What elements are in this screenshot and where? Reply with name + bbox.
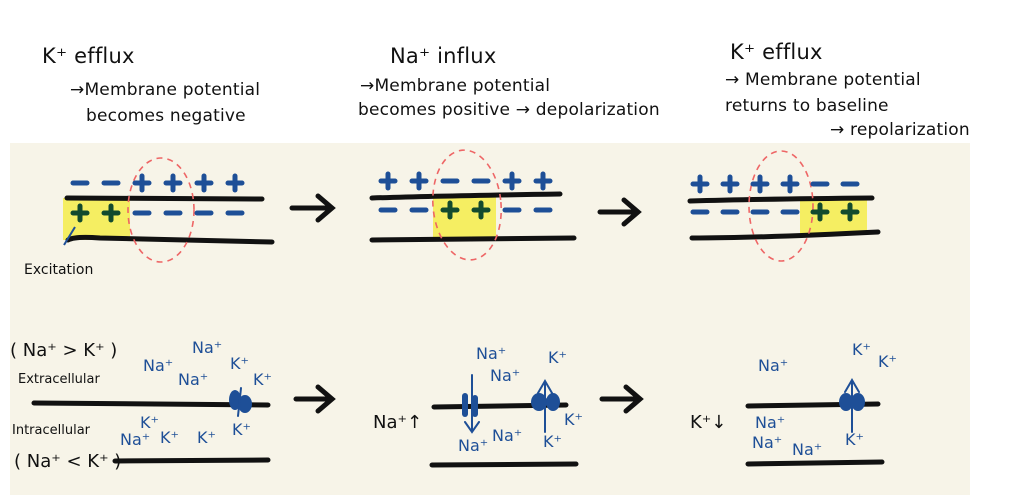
ion-inside: Na⁺ — [458, 436, 489, 455]
step3-line2: returns to baseline — [725, 96, 889, 116]
ion-outside: K⁺ — [878, 352, 897, 371]
step2-title: Na⁺ influx — [390, 44, 497, 68]
na-influx-arrow — [464, 374, 480, 434]
na-channel-2-right — [472, 395, 478, 417]
k-channel-2-left — [531, 393, 547, 411]
positive-charge — [720, 174, 740, 194]
ion-outside: Na⁺ — [178, 370, 209, 389]
ion-outside: Na⁺ — [758, 356, 789, 375]
positive-charge — [409, 171, 429, 191]
k-channel-3-left — [839, 393, 853, 411]
membrane-top-1a — [64, 195, 265, 202]
ion-inside: Na⁺ — [755, 413, 786, 432]
step1-title: K⁺ efflux — [42, 44, 135, 68]
ion-inside: Na⁺ — [792, 440, 823, 459]
k-channel-2-right — [546, 393, 560, 411]
step3-title: K⁺ efflux — [730, 40, 823, 64]
ion-outside: K⁺ — [230, 354, 249, 373]
ion-outside: Na⁺ — [476, 344, 507, 363]
ion-inside: K⁺ — [543, 432, 562, 451]
intracellular-label: Intracellular — [12, 423, 91, 438]
na-channel-2-left — [462, 393, 468, 417]
positive-charge — [440, 200, 460, 220]
step1-line2: becomes negative — [86, 106, 246, 126]
excitation-highlight-2 — [433, 197, 496, 239]
ion-inside: K⁺ — [140, 413, 159, 432]
membrane-top-3b — [689, 229, 881, 241]
step-arrow-bottom-2 — [599, 384, 644, 414]
intracellular-concentration: ( Na⁺ < K⁺ ) — [14, 451, 122, 472]
positive-charge — [471, 200, 491, 220]
positive-charge — [533, 171, 553, 191]
membrane-bottom-1a — [31, 400, 271, 408]
step3-line1: → Membrane potential — [725, 70, 921, 90]
step-arrow-top-2 — [597, 197, 642, 227]
step2-line1: →Membrane potential — [360, 76, 551, 96]
ion-inside: Na⁺ — [752, 433, 783, 452]
ion-inside: K⁺ — [160, 428, 179, 447]
ion-outside: Na⁺ — [490, 366, 521, 385]
positive-charge — [502, 171, 522, 191]
ion-inside: K⁺ — [845, 430, 864, 449]
membrane-bottom-3b — [745, 459, 885, 467]
positive-charge — [132, 173, 152, 193]
positive-charge — [810, 202, 830, 222]
membrane-bottom-1b — [112, 457, 271, 464]
k-decrease-label: K⁺↓ — [690, 412, 727, 433]
step3-line3: → repolarization — [830, 120, 970, 140]
ion-inside: Na⁺ — [120, 430, 151, 449]
excitation-highlight-1 — [63, 198, 130, 240]
positive-charge — [780, 174, 800, 194]
k-channel-3-right — [851, 393, 865, 411]
positive-charge — [840, 202, 860, 222]
extracellular-label: Extracellular — [18, 372, 100, 387]
extracellular-concentration: ( Na⁺ > K⁺ ) — [10, 340, 118, 361]
excitation-label: Excitation — [24, 262, 94, 278]
focus-circle-1 — [127, 157, 195, 263]
k-efflux-arrow-2 — [537, 379, 553, 433]
excitation-pointer — [63, 226, 76, 246]
positive-charge — [225, 173, 245, 193]
membrane-top-2b — [369, 235, 577, 243]
ion-outside: K⁺ — [253, 370, 272, 389]
k-efflux-arrow-3 — [844, 378, 860, 433]
ion-outside: K⁺ — [852, 340, 871, 359]
step-arrow-top-1 — [289, 193, 336, 223]
positive-charge — [101, 203, 121, 223]
k-channel-1-left — [229, 390, 241, 410]
positive-charge — [378, 171, 398, 191]
positive-charge — [70, 203, 90, 223]
ion-inside: K⁺ — [232, 420, 251, 439]
step1-line1: →Membrane potential — [70, 80, 261, 100]
positive-charge — [690, 174, 710, 194]
ion-inside: Na⁺ — [492, 426, 523, 445]
ion-inside: K⁺ — [564, 410, 583, 429]
ion-outside: K⁺ — [548, 348, 567, 367]
ion-outside: Na⁺ — [143, 356, 174, 375]
excitation-highlight-3 — [800, 198, 867, 234]
positive-charge — [194, 173, 214, 193]
membrane-top-1b — [65, 234, 275, 245]
ion-inside: K⁺ — [197, 428, 216, 447]
step-arrow-bottom-1 — [293, 384, 336, 414]
k-channel-1-right — [238, 395, 252, 413]
ion-outside: Na⁺ — [192, 338, 223, 357]
step2-line2: becomes positive → depolarization — [358, 100, 660, 120]
na-increase-label: Na⁺↑ — [373, 412, 423, 433]
k-pore-1 — [237, 387, 242, 417]
membrane-top-3a — [687, 195, 875, 204]
positive-charge — [750, 174, 770, 194]
focus-circle-3 — [748, 150, 814, 262]
positive-charge — [163, 173, 183, 193]
membrane-bottom-2b — [429, 461, 579, 468]
membrane-top-2a — [369, 191, 563, 201]
